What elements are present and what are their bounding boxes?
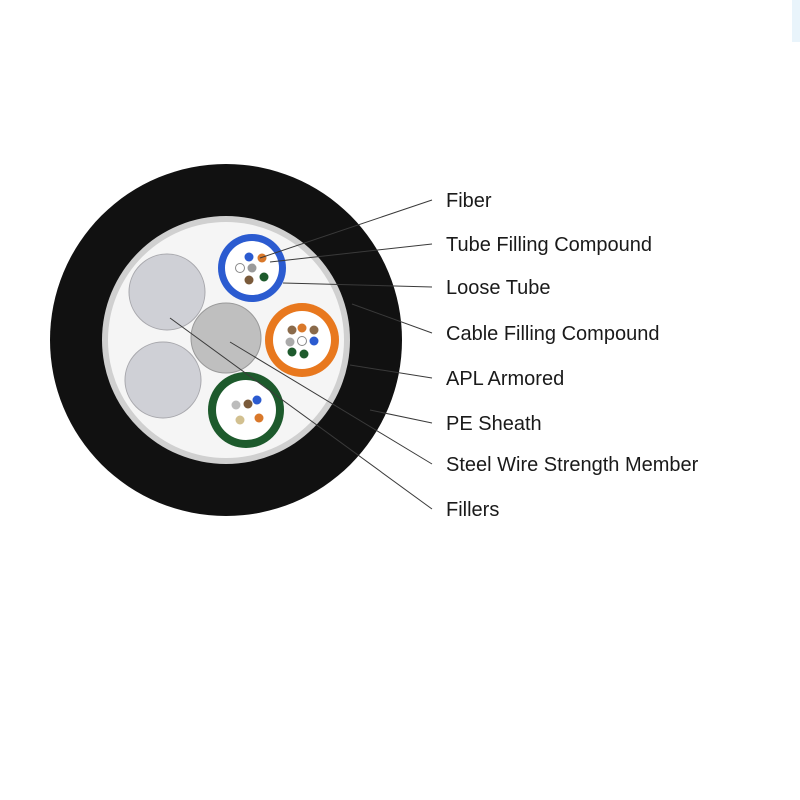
filler-top [128, 253, 206, 331]
corner-accent [792, 0, 800, 42]
leader-line [369, 409, 433, 424]
loose-tube-orange [265, 303, 339, 377]
fiber-dot [309, 336, 319, 346]
fiber-dot [259, 272, 269, 282]
fiber-dot [257, 253, 267, 263]
fiber-dot [231, 400, 241, 410]
label-steel-wire-strength-member: Steel Wire Strength Member [446, 454, 699, 476]
label-fiber: Fiber [446, 190, 492, 212]
fiber-dot [243, 399, 253, 409]
fiber-dot [244, 275, 254, 285]
leader-line [351, 303, 433, 334]
fiber-dot [285, 337, 295, 347]
leader-line [259, 199, 433, 259]
leader-line [349, 364, 433, 379]
label-tube-filling-compound: Tube Filling Compound [446, 234, 652, 256]
leader-line [269, 243, 433, 263]
fiber-dot [297, 323, 307, 333]
label-apl-armored: APL Armored [446, 368, 564, 390]
fiber-dot [309, 325, 319, 335]
fiber-dot [235, 263, 245, 273]
fiber-dot [247, 263, 257, 273]
steel-wire-strength-member [190, 302, 262, 374]
leader-line [169, 317, 433, 510]
leader-line [229, 341, 433, 465]
fiber-dot [299, 349, 309, 359]
filler-bottom [124, 341, 202, 419]
label-pe-sheath: PE Sheath [446, 413, 542, 435]
fiber-dot [254, 413, 264, 423]
fiber-dot [244, 252, 254, 262]
loose-tube-blue [218, 234, 286, 302]
fiber-dot [287, 325, 297, 335]
loose-tube-green [208, 372, 284, 448]
leader-line [282, 282, 433, 288]
label-cable-filling-compound: Cable Filling Compound [446, 323, 659, 345]
fiber-dot [287, 347, 297, 357]
fiber-dot [297, 336, 307, 346]
fiber-dot [235, 415, 245, 425]
label-fillers: Fillers [446, 499, 499, 521]
label-loose-tube: Loose Tube [446, 277, 551, 299]
fiber-dot [252, 395, 262, 405]
